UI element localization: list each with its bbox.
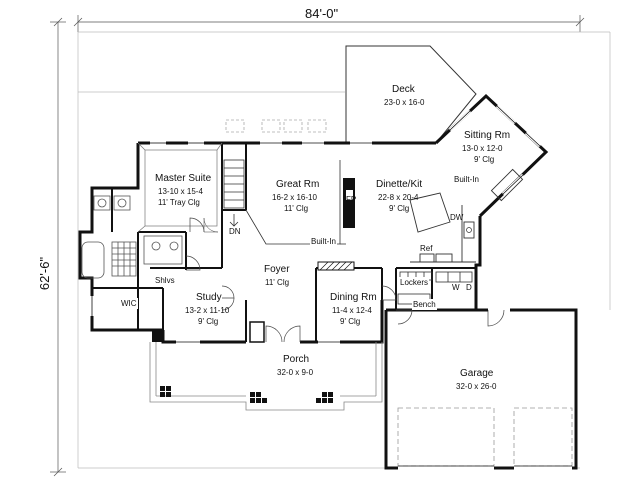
tag-dishwasher: DW — [450, 213, 464, 222]
sink-icon — [169, 241, 179, 251]
toilet-icon — [151, 241, 161, 251]
interior-walls — [92, 143, 476, 342]
stairs — [223, 159, 245, 227]
room-clg-sitting: 9' Clg — [474, 155, 495, 164]
room-dims-deck: 23-0 x 16-0 — [384, 98, 425, 107]
room-clg-master: 11' Tray Clg — [158, 198, 200, 207]
room-dims-dinette: 22-8 x 20-4 — [378, 193, 419, 202]
garage-doors — [397, 407, 573, 467]
built-in-hatch — [319, 261, 353, 271]
kitchen-sink-icon — [466, 227, 472, 233]
room-dims-master: 13-10 x 15-4 — [158, 187, 203, 196]
room-dims-dining: 11-4 x 12-4 — [332, 306, 372, 315]
kitchen-counters — [409, 168, 524, 263]
room-dims-garage: 32-0 x 26-0 — [456, 382, 497, 391]
room-dims-great: 16-2 x 16-10 — [272, 193, 317, 202]
garage-walls — [384, 308, 578, 470]
room-name-study: Study — [196, 292, 222, 303]
room-name-dining: Dining Rm — [330, 292, 377, 303]
tag-lockers: Lockers — [399, 277, 430, 288]
room-name-sitting: Sitting Rm — [464, 130, 511, 141]
tag-refrigerator: Ref — [420, 244, 433, 253]
room-name-deck: Deck — [392, 84, 415, 95]
tray-ceiling — [137, 142, 223, 233]
tag-washer: W — [452, 283, 460, 292]
tag-fireplace: FP — [346, 195, 357, 204]
sink-icon — [97, 198, 107, 208]
sitting-room-window-lines — [449, 105, 541, 195]
tag-down-stairs: DN — [229, 227, 241, 236]
door-swings — [185, 217, 505, 343]
room-name-foyer: Foyer — [264, 264, 290, 275]
fireplace-opening — [346, 190, 353, 200]
room-clg-dining: 9' Clg — [340, 317, 361, 326]
great-room-detail — [245, 160, 346, 245]
room-name-master: Master Suite — [155, 173, 212, 184]
window-glass — [91, 142, 372, 343]
room-clg-great: 11' Clg — [284, 204, 309, 213]
tag-built-in-great: Built-In — [310, 236, 337, 247]
room-dims-porch: 32-0 x 9-0 — [277, 368, 314, 377]
tag-walk-in-closet: WIC — [120, 298, 138, 309]
room-name-garage: Garage — [460, 368, 494, 379]
room-clg-foyer: 11' Clg — [265, 278, 290, 287]
room-dims-sitting: 13-0 x 12-0 — [462, 144, 503, 153]
master-bath-fixtures — [81, 195, 183, 279]
room-name-porch: Porch — [283, 354, 310, 365]
tag-built-in-sitting: Built-In — [453, 174, 480, 185]
room-name-dinette: Dinette/Kit — [376, 179, 423, 190]
room-name-great: Great Rm — [276, 179, 320, 190]
tag-shelves: Shlvs — [154, 275, 176, 286]
overall-width-label: 84'-0" — [304, 6, 340, 21]
porch-columns — [152, 330, 333, 403]
overall-depth-label: 62'-6" — [37, 256, 53, 291]
room-dims-study: 13-2 x 11-10 — [185, 306, 230, 315]
rear-window-markers — [225, 119, 327, 133]
tag-bench: Bench — [412, 299, 437, 310]
tag-dryer: D — [466, 283, 472, 292]
entry-sidelight — [249, 321, 265, 343]
room-clg-dinette: 9' Clg — [389, 204, 410, 213]
sink-icon — [117, 198, 127, 208]
room-clg-study: 9' Clg — [198, 317, 219, 326]
